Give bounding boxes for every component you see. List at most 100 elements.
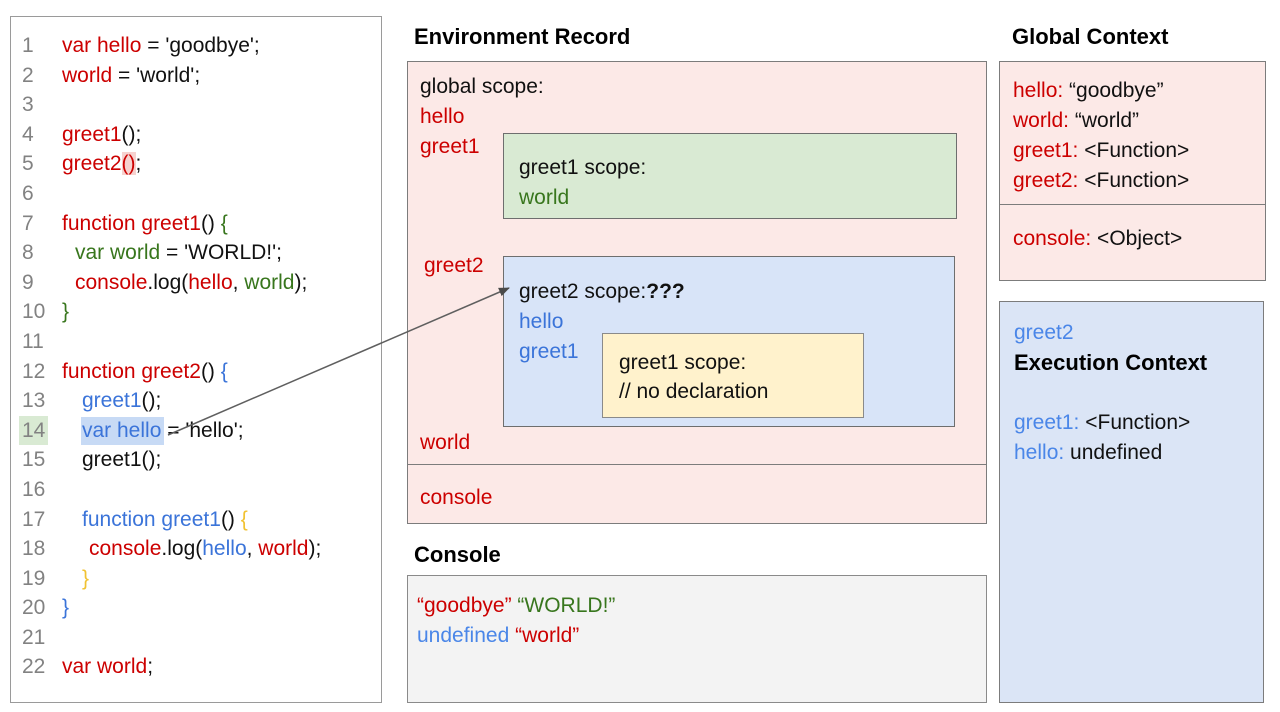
text-segment: = 'hello';	[161, 418, 244, 442]
inner-greet1-scope-comment: // no declaration	[619, 380, 769, 403]
text-segment: {	[240, 507, 248, 531]
code-text: greet1();	[62, 120, 381, 150]
line-number: 14	[11, 415, 62, 446]
greet2-scope-label: greet2 scope:???	[519, 277, 954, 307]
text-segment: }	[62, 300, 70, 324]
text-segment: var hello	[81, 416, 165, 445]
text-segment: world	[244, 270, 295, 294]
greet1-scope-var-world: world	[519, 186, 570, 209]
code-line: 2 world = 'world';	[11, 61, 381, 91]
line-number: 9	[22, 270, 34, 294]
code-line: 19}	[11, 564, 381, 594]
text-segment: <Function>	[1078, 139, 1190, 162]
text-segment: var hello	[62, 34, 142, 57]
text-segment: .log(	[147, 270, 189, 294]
env-var-world: world	[420, 431, 471, 454]
text-segment: greet1();	[82, 448, 162, 472]
code-text: var world;	[62, 652, 381, 682]
execution-context-entry: hello: undefined	[1014, 438, 1263, 468]
code-line: 13 greet1();	[11, 386, 381, 416]
code-text: greet1();	[62, 445, 381, 475]
global-context-console-entry: console: <Object>	[1013, 224, 1265, 254]
line-number: 18	[22, 537, 46, 561]
line-number: 20	[22, 596, 46, 620]
line-number: 13	[22, 389, 46, 413]
text-segment: }	[62, 596, 70, 620]
line-number: 8	[22, 241, 34, 265]
text-segment: “WORLD!”	[517, 594, 616, 617]
text-segment: greet1	[82, 389, 142, 413]
text-segment: var world	[75, 241, 161, 265]
text-segment: greet1:	[1013, 139, 1079, 162]
line-number: 2	[22, 63, 34, 87]
inner-greet1-scope-label: greet1 scope:	[619, 351, 747, 374]
line-number: 19	[22, 566, 46, 590]
code-text: var hello = 'hello';	[62, 416, 381, 446]
global-context-entries: hello: “goodbye”world: “world”greet1: <F…	[1013, 76, 1265, 196]
inner-greet1-scope-box: greet1 scope: // no declaration	[602, 333, 864, 418]
text-segment: {	[220, 211, 228, 235]
greet1-scope-box: greet1 scope: world	[503, 133, 957, 219]
code-line: 4 greet1();	[11, 120, 381, 150]
global-context-entry: greet1: <Function>	[1013, 136, 1265, 166]
execution-context-spacer	[1014, 378, 1263, 408]
line-number: 11	[22, 329, 44, 353]
code-text: greet1();	[62, 386, 381, 416]
greet2-scope-var-greet1: greet1	[519, 340, 579, 363]
text-segment: function greet1	[82, 507, 221, 531]
text-segment: hello:	[1013, 79, 1064, 102]
line-number: 3	[22, 93, 34, 117]
line-number: 4	[22, 122, 34, 146]
text-segment: ();	[141, 389, 162, 413]
code-text: function greet1() {	[62, 505, 381, 535]
text-segment: console:	[1013, 227, 1092, 250]
text-segment: );	[308, 537, 322, 561]
text-segment: greet2:	[1013, 169, 1079, 192]
text-segment: console	[89, 537, 162, 561]
code-line: 20}	[11, 593, 381, 623]
environment-record-title: Environment Record	[414, 24, 631, 49]
code-line: 9 console.log(hello, world);	[11, 268, 381, 298]
text-segment: ()	[200, 359, 221, 383]
code-line: 11	[11, 327, 381, 357]
text-segment: <Function>	[1078, 169, 1190, 192]
env-var-greet1: greet1	[420, 135, 480, 158]
text-segment: greet1:	[1014, 411, 1080, 434]
text-segment: );	[294, 270, 308, 294]
text-segment: var world	[62, 655, 148, 679]
line-number: 6	[22, 181, 34, 205]
text-segment: = 'world';	[112, 63, 201, 87]
code-text	[62, 475, 381, 505]
code-text	[62, 179, 381, 209]
text-segment: ;	[147, 655, 154, 679]
line-number: 16	[22, 477, 46, 501]
line-number: 12	[22, 359, 46, 383]
code-text: }	[62, 564, 381, 594]
console-line: undefined “world”	[417, 621, 986, 651]
global-context-entry: world: “world”	[1013, 106, 1265, 136]
text-segment: hello	[202, 537, 247, 561]
code-text: console.log(hello, world);	[62, 268, 381, 298]
code-line: 21	[11, 623, 381, 653]
line-number: 7	[22, 211, 34, 235]
text-segment: undefined	[1064, 441, 1163, 464]
execution-context-entries: greet1: <Function>hello: undefined	[1014, 408, 1263, 468]
line-number: 15	[22, 448, 46, 472]
console-lines: “goodbye” “WORLD!”undefined “world”	[417, 591, 986, 651]
line-number: 17	[22, 507, 46, 531]
text-segment: greet2 scope:	[519, 280, 647, 303]
env-console-label: console	[420, 486, 493, 509]
env-var-hello: hello	[420, 105, 465, 128]
code-text: var hello = 'goodbye';	[62, 31, 381, 61]
code-text: world = 'world';	[62, 61, 381, 91]
greet1-scope-label: greet1 scope:	[519, 156, 647, 179]
code-text: var world = 'WORLD!';	[62, 238, 381, 268]
text-segment: = 'WORLD!';	[160, 241, 282, 265]
